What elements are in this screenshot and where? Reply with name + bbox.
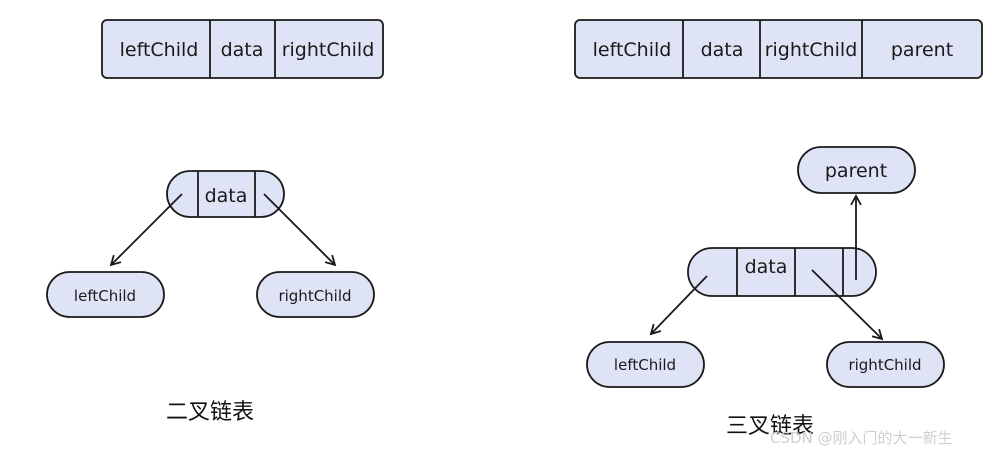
ternary-struct-field-right: rightChild xyxy=(765,39,858,61)
binary-struct-field-right: rightChild xyxy=(282,39,375,61)
watermark: CSDN @刚入门的大一新生 xyxy=(770,429,953,447)
ternary-node-data: data xyxy=(745,256,788,278)
ternary-left-child: leftChild xyxy=(586,341,705,388)
binary-right-arrow xyxy=(263,193,337,267)
binary-node: data xyxy=(166,170,285,218)
binary-right-child: rightChild xyxy=(256,271,375,318)
ternary-struct-field-parent: parent xyxy=(891,39,953,61)
binary-left-arrow xyxy=(109,193,183,267)
ternary-left-child-label: leftChild xyxy=(614,356,676,374)
binary-struct-field-left: leftChild xyxy=(120,39,199,61)
binary-left-child-label: leftChild xyxy=(74,287,136,305)
ternary-left-arrow xyxy=(649,275,708,336)
ternary-parent-node: parent xyxy=(797,146,916,194)
ternary-struct-field-left: leftChild xyxy=(593,39,672,61)
ternary-node-shape xyxy=(687,247,877,297)
binary-struct: leftChild data rightChild xyxy=(101,19,384,79)
ternary-struct-field-data: data xyxy=(701,39,744,61)
binary-caption: 二叉链表 xyxy=(166,400,255,425)
ternary-parent-label: parent xyxy=(825,160,887,182)
binary-struct-field-data: data xyxy=(221,39,264,61)
binary-left-child: leftChild xyxy=(46,271,165,318)
ternary-struct: leftChild data rightChild parent xyxy=(574,19,983,79)
ternary-right-child: rightChild xyxy=(826,341,945,388)
ternary-right-child-label: rightChild xyxy=(848,356,921,374)
ternary-right-arrow xyxy=(811,269,884,341)
ternary-node: data xyxy=(687,247,877,297)
ternary-caption: 三叉链表 xyxy=(726,414,815,439)
ternary-struct-box xyxy=(574,19,983,79)
binary-node-data: data xyxy=(205,185,248,207)
binary-struct-box xyxy=(101,19,384,79)
binary-right-child-label: rightChild xyxy=(278,287,351,305)
